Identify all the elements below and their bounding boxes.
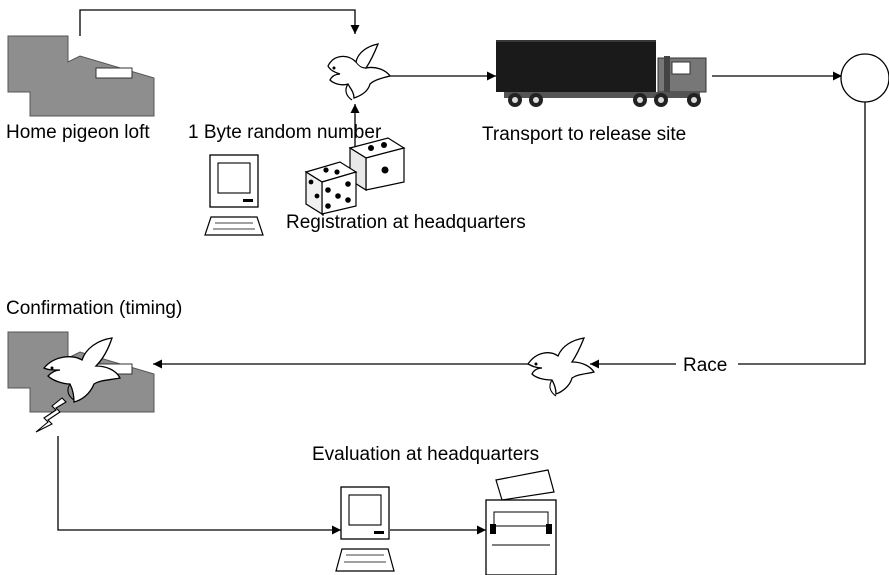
signal-lightning-icon (35, 397, 67, 433)
release-site-circle-icon (840, 53, 889, 103)
label-confirmation: Confirmation (timing) (6, 298, 182, 319)
evaluation-computer-icon (335, 486, 395, 572)
arriving-pigeon-icon (42, 337, 121, 403)
race-pigeon-icon (527, 337, 596, 397)
pigeon-icon (327, 43, 392, 101)
label-random-number: 1 Byte random number (188, 122, 382, 143)
home-loft-house-icon (7, 35, 155, 117)
release-to-race-line (738, 101, 866, 365)
printer-icon (485, 469, 557, 575)
label-transport: Transport to release site (482, 124, 686, 145)
loft-to-evaluation-arrow (57, 436, 341, 535)
label-registration: Registration at headquarters (286, 212, 526, 233)
truck-icon (496, 40, 707, 107)
dice-icon (304, 137, 406, 216)
label-home-loft: Home pigeon loft (6, 122, 150, 143)
registration-computer-icon (204, 154, 264, 236)
connectors (57, 9, 866, 535)
label-race: Race (683, 355, 727, 376)
label-evaluation: Evaluation at headquarters (312, 444, 539, 465)
loft-to-registration-line (79, 9, 360, 36)
